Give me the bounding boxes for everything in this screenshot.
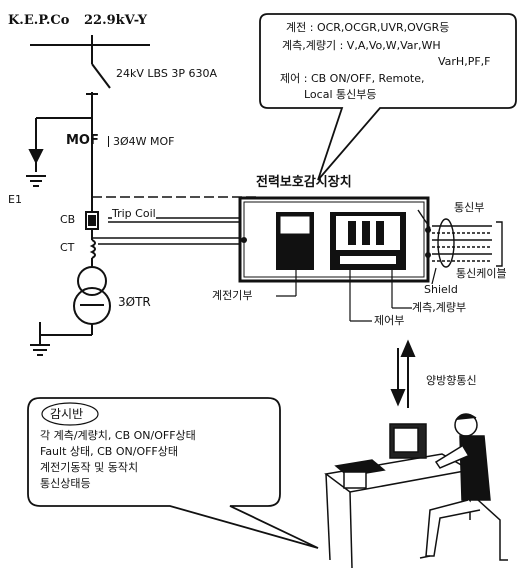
ground-label: E1 <box>8 193 22 206</box>
callout-top-line-5: Local 통신부등 <box>304 88 377 101</box>
callout-bottom-title: 감시반 <box>50 407 84 421</box>
comm-label: 통신부 <box>454 201 485 214</box>
trip-coil-label: Trip Coil <box>112 207 156 220</box>
mof-label: MOF <box>66 133 99 148</box>
voltage-label: 22.9kV-Y <box>84 13 148 28</box>
cb-label: CB <box>60 213 76 226</box>
control-label: 제어부 <box>374 314 405 327</box>
ct-coil <box>89 239 96 259</box>
measure-label: 계측,계량부 <box>412 301 467 314</box>
bidirectional-comm-label: 양방향통신 <box>426 374 477 387</box>
cb-symbol <box>85 211 99 230</box>
bottom-callout-title-oval <box>41 402 99 426</box>
top-callout-bubble <box>259 13 517 181</box>
relay-label: 계전기부 <box>212 289 253 302</box>
comm-cable-label: 통신케이블 <box>456 267 507 280</box>
transformer-label: 3ØTR <box>118 295 151 309</box>
ground-fuse-arrow <box>28 149 44 165</box>
bottom-callout-bubble <box>27 397 319 549</box>
callout-bottom-line-3: 계전기동작 및 동작치 <box>40 461 139 474</box>
shield-label: Shield <box>424 283 458 296</box>
ct-label: CT <box>60 241 75 254</box>
callout-bottom-line-1: 각 계측/계량치, CB ON/OFF상태 <box>40 429 196 442</box>
callout-bottom-line-2: Fault 상태, CB ON/OFF상태 <box>40 445 178 458</box>
callout-top-line-1: 계전 : OCR,OCGR,UVR,OVGR등 <box>286 21 450 34</box>
callout-top-line-2: 계측,계량기 : V,A,Vo,W,Var,WH <box>282 39 441 52</box>
device-title: 전력보호감시장치 <box>256 175 352 190</box>
callout-top-line-3: VarH,PF,F <box>438 55 491 68</box>
mof-desc-label: 3Ø4W MOF <box>108 136 175 147</box>
utility-label: K.E.P.Co <box>8 13 70 28</box>
lbs-switch-blade <box>91 63 111 89</box>
operator-body <box>459 435 491 501</box>
comm-cable-bracket <box>496 221 503 267</box>
callout-top-line-4: 제어 : CB ON/OFF, Remote, <box>280 72 425 85</box>
shield-leader <box>431 267 437 285</box>
callout-bottom-line-4: 통신상태등 <box>40 477 91 490</box>
transformer-primary-coil <box>77 266 107 296</box>
comm-cable-shield <box>437 218 455 268</box>
lbs-label: 24kV LBS 3P 630A <box>116 67 217 80</box>
operator-workstation-illustration <box>324 413 508 569</box>
measure-display <box>340 256 396 264</box>
